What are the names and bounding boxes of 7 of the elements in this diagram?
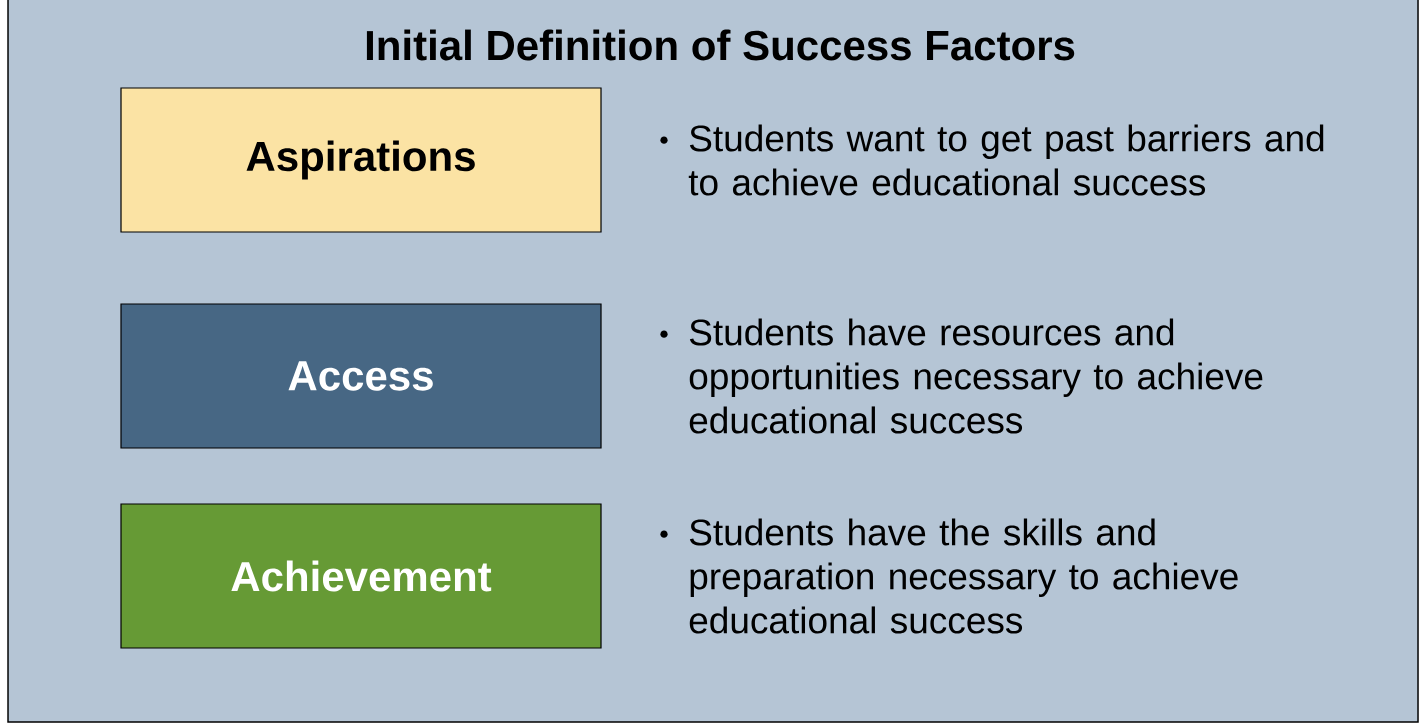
title: Initial Definition of Success Factors <box>366 29 1075 61</box>
factor-box: Aspirations <box>120 87 602 233</box>
factor-box: Access <box>120 303 602 449</box>
bullet-text: Students have resources and opportunities necessary to achieve educational success <box>689 318 1263 434</box>
bullet-text: Students want to get past barriers and to achieve educational success <box>688 124 1324 196</box>
bullet-text: Students have the skills and preparation necessary to achieve educational success <box>689 518 1238 634</box>
factor-box: Achievement <box>120 503 602 649</box>
